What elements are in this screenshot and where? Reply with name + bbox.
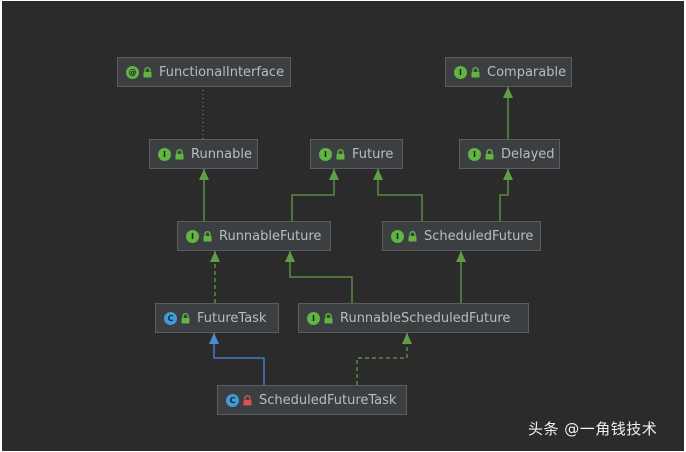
public-lock-icon — [203, 230, 212, 242]
arrowhead-icon — [373, 169, 383, 180]
node-delayed[interactable]: I Delayed — [459, 139, 560, 169]
public-lock-icon — [336, 148, 345, 160]
arrowhead-icon — [503, 87, 513, 98]
node-label: ScheduledFuture — [424, 228, 534, 244]
arrowhead-icon — [209, 333, 219, 344]
class-icon: C — [164, 311, 177, 325]
arrowhead-icon — [456, 251, 466, 262]
node-comparable[interactable]: I Comparable — [445, 57, 572, 87]
interface-icon: I — [391, 229, 404, 243]
node-label: Runnable — [191, 146, 252, 162]
interface-icon: I — [186, 229, 199, 243]
arrowhead-icon — [329, 169, 339, 180]
node-future[interactable]: I Future — [310, 139, 403, 169]
edge-runnable-future-to-runnable — [199, 169, 209, 221]
node-label: FutureTask — [197, 310, 267, 326]
arrowhead-icon — [285, 251, 295, 262]
node-future-task[interactable]: C FutureTask — [155, 303, 279, 333]
node-functional-interface[interactable]: @ FunctionalInterface — [117, 57, 291, 87]
arrowhead-icon — [503, 169, 513, 180]
interface-icon: I — [454, 65, 467, 79]
node-label: ScheduledFutureTask — [259, 392, 397, 408]
edge-delayed-to-comparable — [503, 87, 513, 139]
node-label: Delayed — [501, 146, 555, 162]
public-lock-icon — [324, 312, 333, 324]
edge-scheduled-future-task-to-runnable-scheduled-future — [356, 333, 412, 385]
private-lock-icon — [243, 394, 252, 406]
edge-scheduled-future-to-delayed — [499, 169, 513, 221]
node-scheduled-future[interactable]: I ScheduledFuture — [382, 221, 541, 251]
arrowhead-icon — [210, 251, 220, 262]
public-lock-icon — [181, 312, 190, 324]
public-lock-icon — [485, 148, 494, 160]
watermark-text: 头条 @一角钱技术 — [528, 420, 658, 438]
edge-scheduled-future-task-to-future-task — [209, 333, 265, 385]
edge-runnable-future-to-future — [291, 169, 339, 221]
node-label: FunctionalInterface — [159, 64, 285, 80]
node-runnable-future[interactable]: I RunnableFuture — [177, 221, 331, 251]
class-icon: C — [226, 393, 239, 407]
node-runnable[interactable]: I Runnable — [149, 139, 258, 169]
interface-icon: I — [158, 147, 171, 161]
node-label: RunnableFuture — [219, 228, 322, 244]
public-lock-icon — [408, 230, 417, 242]
interface-icon: I — [319, 147, 332, 161]
edge-scheduled-future-to-future — [373, 169, 423, 221]
node-label: RunnableScheduledFuture — [340, 310, 511, 326]
edge-runnable-scheduled-future-to-runnable-future — [285, 251, 353, 303]
public-lock-icon — [471, 66, 480, 78]
arrowhead-icon — [199, 169, 209, 180]
node-runnable-scheduled-future[interactable]: I RunnableScheduledFuture — [298, 303, 529, 333]
node-scheduled-future-task[interactable]: C ScheduledFutureTask — [217, 385, 407, 415]
annotation-icon: @ — [126, 65, 139, 79]
public-lock-icon — [175, 148, 184, 160]
public-lock-icon — [143, 66, 152, 78]
node-label: Comparable — [487, 64, 567, 80]
arrowhead-icon — [402, 333, 412, 344]
edge-runnable-scheduled-future-to-scheduled-future — [456, 251, 466, 303]
interface-icon: I — [307, 311, 320, 325]
edge-future-task-to-runnable-future — [210, 251, 220, 303]
node-label: Future — [352, 146, 394, 162]
interface-icon: I — [468, 147, 481, 161]
